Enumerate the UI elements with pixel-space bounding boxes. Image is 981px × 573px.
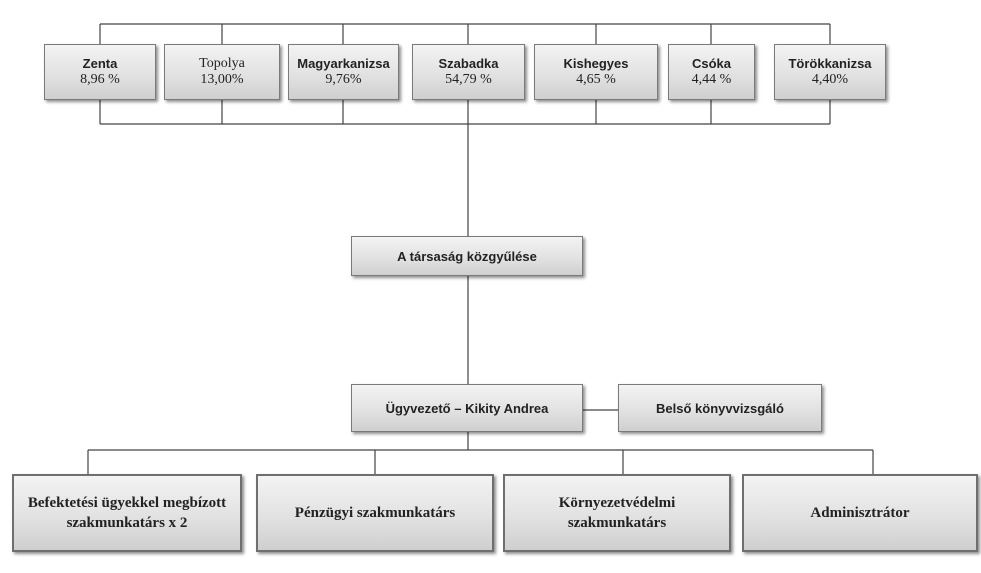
municipality-name: Csóka [691,56,732,71]
staff-label: Pénzügyi szakmunkatárs [294,505,456,521]
staff-box-admin: Adminisztrátor [742,474,978,552]
auditor-box: Belső könyvvizsgáló [618,384,822,432]
municipality-name: Topolya [199,56,245,71]
staff-box-investment: Befektetési ügyekkel megbízott szakmunka… [12,474,242,552]
municipality-share: 4,40% [811,72,849,87]
municipality-share: 4,65 % [576,72,616,87]
municipality-share: 13,00% [200,72,244,87]
municipality-box-kishegyes: Kishegyes 4,65 % [534,44,658,100]
municipality-box-zenta: Zenta 8,96 % [44,44,156,100]
municipality-share: 9,76% [325,72,362,87]
municipality-box-topolya: Topolya 13,00% [164,44,280,100]
municipality-share: 54,79 % [445,72,492,87]
municipality-box-csoka: Csóka 4,44 % [668,44,755,100]
municipality-box-torokkanizsa: Törökkanizsa 4,40% [774,44,886,100]
municipality-name: Kishegyes [563,56,629,71]
municipality-name: Zenta [82,56,118,71]
staff-box-environment: Környezetvédelmi szakmunkatárs [503,474,731,552]
municipality-share: 8,96 % [80,72,120,87]
municipality-name: Szabadka [438,56,499,71]
municipality-name: Törökkanizsa [788,56,872,71]
municipality-box-szabadka: Szabadka 54,79 % [412,44,525,100]
staff-label: Környezetvédelmi szakmunkatárs [558,495,676,531]
director-box: Ügyvezető – Kikity Andrea [351,384,583,432]
staff-box-finance: Pénzügyi szakmunkatárs [256,474,494,552]
assembly-label: A társaság közgyűlése [397,248,537,264]
municipality-box-magyarkanizsa: Magyarkanizsa 9,76% [288,44,399,100]
assembly-box: A társaság közgyűlése [351,236,583,276]
municipality-name: Magyarkanizsa [297,56,390,71]
municipality-share: 4,44 % [691,72,732,87]
auditor-label: Belső könyvvizsgáló [656,400,784,416]
staff-label: Adminisztrátor [810,505,910,521]
director-label: Ügyvezető – Kikity Andrea [385,400,549,416]
staff-label: Befektetési ügyekkel megbízott szakmunka… [27,495,227,531]
